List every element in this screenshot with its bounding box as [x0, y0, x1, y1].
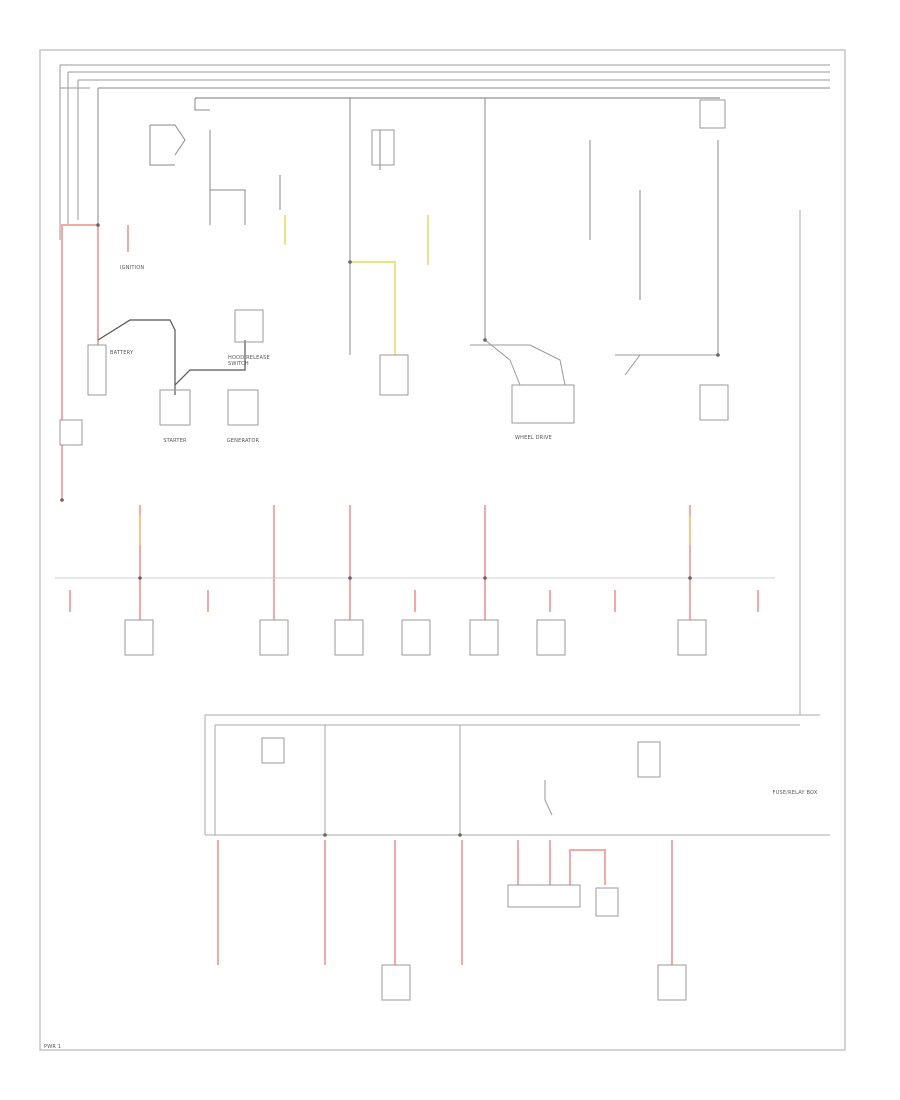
ignition-circuit	[97, 87, 830, 355]
generator-label: GENERATOR	[226, 438, 260, 444]
middle-row-wires	[69, 505, 759, 620]
wheel-drive-label: WHEEL DRIVE	[515, 435, 552, 441]
bottom-components	[261, 737, 687, 1001]
page-ref-label: PWR 1	[44, 1044, 62, 1050]
junction-dots	[60, 223, 720, 837]
middle-components	[124, 619, 707, 656]
starter-label: STARTER	[163, 438, 187, 444]
fuse-relay-box-label: FUSE/RELAY BOX	[772, 790, 818, 796]
battery-label: BATTERY	[110, 350, 134, 356]
hood-release-label: HOOD RELEASE SWITCH	[228, 355, 270, 367]
bottom-bus	[204, 714, 830, 836]
battery-feed	[61, 224, 129, 500]
top-bus-lines	[59, 64, 830, 240]
diagram-frame	[39, 49, 846, 1051]
yellow-wires	[284, 215, 429, 355]
bottom-wires	[217, 840, 673, 965]
ignition-label: IGNITION	[120, 265, 145, 271]
ground-wires	[97, 319, 246, 395]
top-components	[59, 99, 729, 446]
orange-segments	[139, 515, 691, 545]
